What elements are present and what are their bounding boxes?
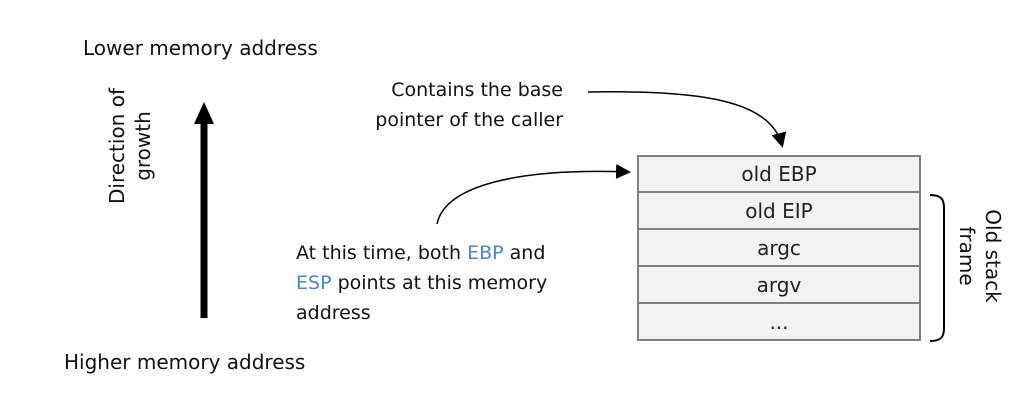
time-note-line1: At this time, both EBP and <box>296 238 596 268</box>
time-note-line3: address <box>296 302 371 324</box>
stack-cell-old-eip: old EIP <box>637 193 921 230</box>
stack-cell-old-ebp: old EBP <box>637 155 921 193</box>
old-stack-frame-label: Old stack frame <box>954 209 1006 302</box>
frame-label-line1: Old stack <box>981 209 1005 303</box>
base-note-line1: Contains the base <box>391 79 563 101</box>
frame-label-line2: frame <box>955 226 979 286</box>
time-note-text: and <box>503 242 546 264</box>
base-pointer-arrow <box>587 91 787 148</box>
stack-cell-ellipsis: ... <box>637 304 921 341</box>
time-note-text: At this time, both <box>296 242 468 264</box>
higher-address-label: Higher memory address <box>64 350 306 374</box>
ebp-highlight: EBP <box>467 242 504 264</box>
growth-label-line1: Direction of <box>105 88 129 204</box>
ebp-esp-note: At this time, both EBP and ESP points at… <box>296 238 596 328</box>
ebp-esp-arrow <box>436 164 631 225</box>
stack-cell-argv: argv <box>637 267 921 304</box>
lower-address-label: Lower memory address <box>83 36 318 60</box>
growth-label-line2: growth <box>131 111 155 181</box>
frame-brace <box>929 194 945 342</box>
growth-label: Direction of growth <box>104 88 156 204</box>
stack-table: old EBP old EIP argc argv ... <box>637 155 921 341</box>
time-note-line2: ESP points at this memory <box>296 268 596 298</box>
base-pointer-note: Contains the base pointer of the caller <box>358 75 563 135</box>
time-note-text: points at this memory <box>331 272 548 294</box>
stack-cell-argc: argc <box>637 230 921 267</box>
esp-highlight: ESP <box>296 272 332 294</box>
base-note-line2: pointer of the caller <box>375 109 563 131</box>
growth-arrow-head <box>194 102 214 124</box>
